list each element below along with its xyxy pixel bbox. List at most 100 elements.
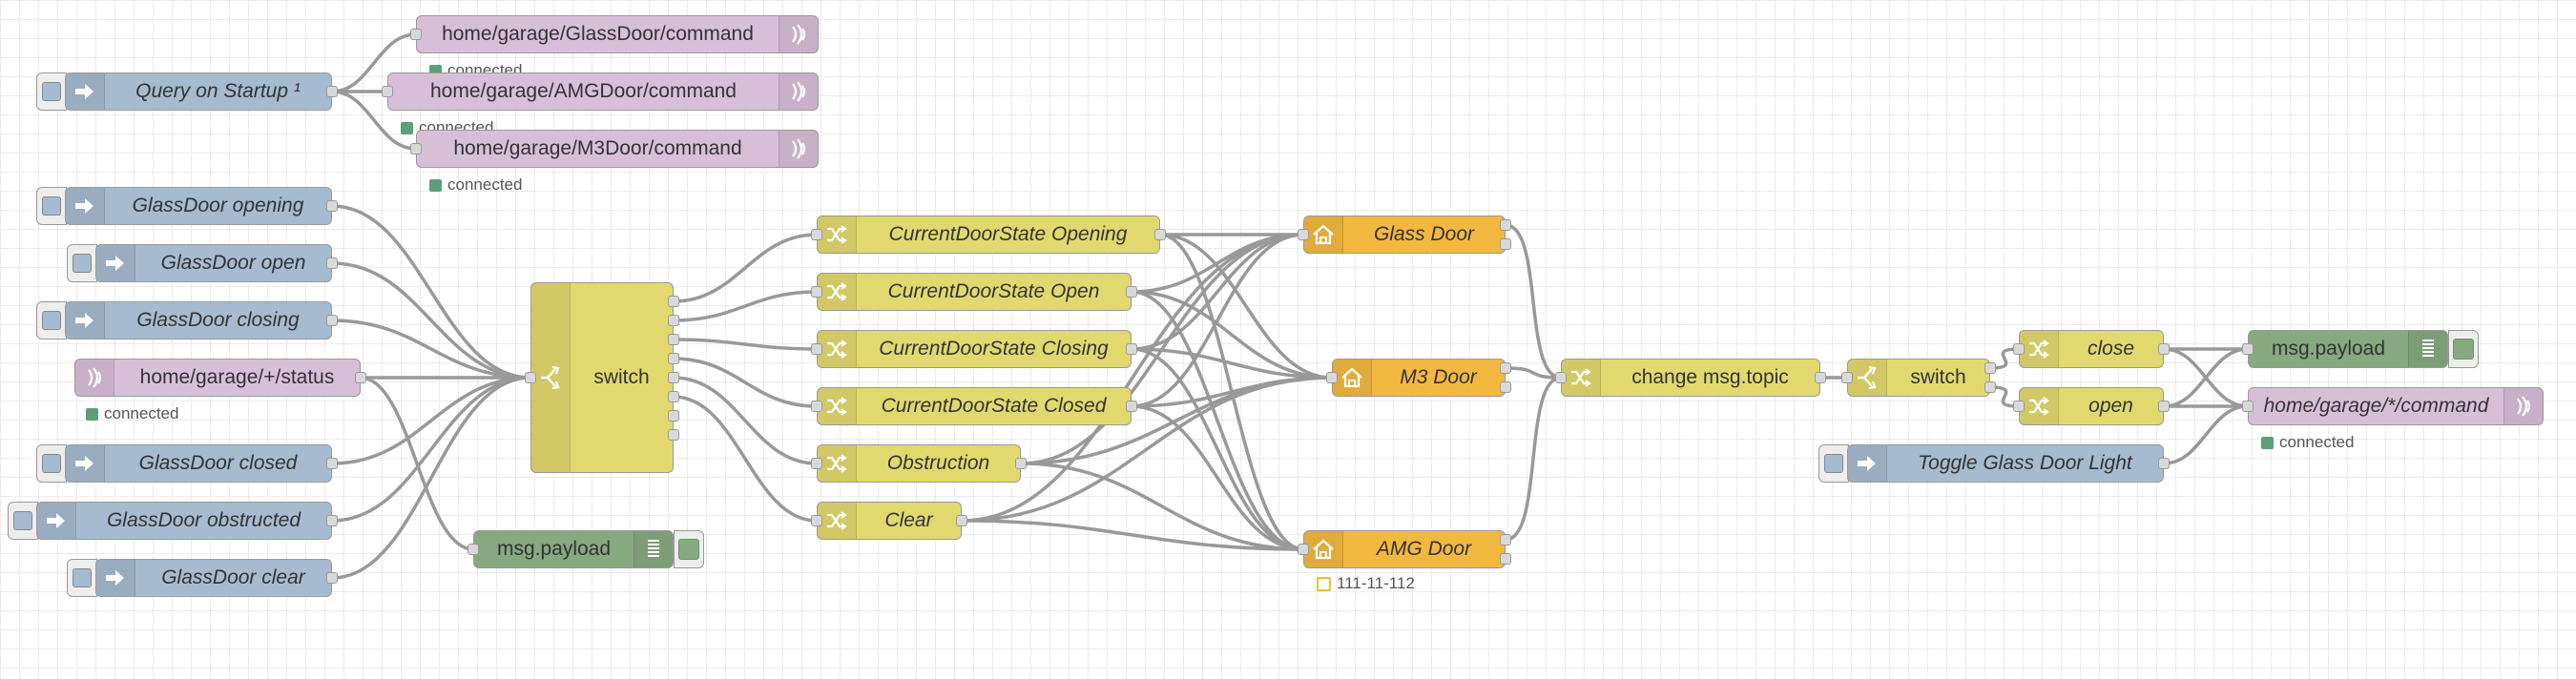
change-currentdoorstate-open[interactable]: CurrentDoorState Open bbox=[811, 273, 1137, 311]
output-port[interactable] bbox=[326, 257, 338, 269]
output-port[interactable] bbox=[668, 391, 679, 402]
arrow-in-icon bbox=[37, 503, 76, 539]
output-port[interactable] bbox=[1126, 401, 1137, 412]
output-port[interactable] bbox=[326, 458, 338, 469]
input-port[interactable] bbox=[1298, 229, 1309, 240]
inject-query-on-startup[interactable]: Query on Startup ¹ bbox=[65, 72, 338, 111]
switch-main[interactable]: switch bbox=[525, 282, 679, 473]
output-port[interactable] bbox=[2158, 401, 2170, 412]
output-port[interactable] bbox=[326, 515, 338, 526]
input-port[interactable] bbox=[410, 143, 422, 154]
inject-glassdoor-obstructed[interactable]: GlassDoor obstructed bbox=[36, 502, 338, 540]
output-port[interactable] bbox=[1126, 286, 1137, 298]
output-port[interactable] bbox=[1126, 343, 1137, 355]
inject-glassdoor-closed[interactable]: GlassDoor closed bbox=[65, 444, 338, 483]
inject-trigger-button[interactable] bbox=[1818, 444, 1849, 483]
output-port[interactable] bbox=[326, 315, 338, 326]
output-port[interactable] bbox=[2158, 458, 2170, 469]
output-port[interactable] bbox=[1500, 238, 1511, 250]
input-port[interactable] bbox=[2013, 343, 2025, 355]
debug-toggle-button[interactable] bbox=[674, 530, 704, 568]
inject-toggle-glass-door-light[interactable]: Toggle Glass Door Light bbox=[1847, 444, 2170, 483]
homekit-m3-door[interactable]: M3 Door bbox=[1326, 359, 1511, 397]
change-open[interactable]: open bbox=[2013, 387, 2170, 425]
output-port[interactable] bbox=[1154, 229, 1166, 240]
inject-glassdoor-opening[interactable]: GlassDoor opening bbox=[65, 187, 338, 225]
input-port[interactable] bbox=[811, 229, 822, 240]
wire bbox=[961, 519, 1304, 551]
output-port[interactable] bbox=[355, 372, 366, 383]
node-label: CurrentDoorState Opening bbox=[888, 223, 1128, 245]
output-port[interactable] bbox=[1015, 458, 1027, 469]
output-port[interactable] bbox=[1500, 534, 1511, 545]
debug-msg-payload[interactable]: msg.payload bbox=[2242, 330, 2448, 368]
input-port[interactable] bbox=[2242, 401, 2254, 412]
homekit-glass-door[interactable]: Glass Door bbox=[1298, 216, 1511, 254]
inject-trigger-button[interactable] bbox=[36, 444, 67, 483]
change-close[interactable]: close bbox=[2013, 330, 2170, 368]
change-currentdoorstate-opening[interactable]: CurrentDoorState Opening bbox=[811, 216, 1166, 254]
input-port[interactable] bbox=[1841, 372, 1853, 383]
mqtt-out-garage-command[interactable]: home/garage/*/command bbox=[2242, 387, 2544, 425]
output-port[interactable] bbox=[326, 200, 338, 212]
output-port[interactable] bbox=[326, 572, 338, 584]
output-port[interactable] bbox=[2158, 343, 2170, 355]
output-port[interactable] bbox=[1984, 362, 1996, 374]
output-port[interactable] bbox=[668, 353, 679, 364]
change-msg-topic[interactable]: change msg.topic bbox=[1555, 359, 1826, 397]
output-port[interactable] bbox=[1984, 381, 1996, 393]
output-port[interactable] bbox=[668, 372, 679, 383]
inject-trigger-button[interactable] bbox=[36, 187, 67, 225]
output-port[interactable] bbox=[956, 515, 967, 526]
inject-trigger-button[interactable] bbox=[67, 244, 97, 282]
change-currentdoorstate-closing[interactable]: CurrentDoorState Closing bbox=[811, 330, 1137, 368]
output-port[interactable] bbox=[1500, 219, 1511, 231]
inject-glassdoor-clear[interactable]: GlassDoor clear bbox=[95, 559, 338, 597]
status-connected: connected bbox=[2261, 433, 2354, 452]
inject-trigger-button[interactable] bbox=[36, 301, 67, 340]
output-port[interactable] bbox=[668, 334, 679, 345]
input-port[interactable] bbox=[1298, 544, 1309, 555]
output-port[interactable] bbox=[668, 410, 679, 422]
inject-trigger-button[interactable] bbox=[36, 72, 67, 111]
mqtt-out-amgdoor-command[interactable]: home/garage/AMGDoor/command bbox=[382, 72, 819, 111]
node-label: GlassDoor opening bbox=[132, 195, 304, 216]
change-clear[interactable]: Clear bbox=[811, 502, 967, 540]
input-port[interactable] bbox=[2013, 401, 2025, 412]
mqtt-out-glassdoor-command[interactable]: home/garage/GlassDoor/command bbox=[410, 15, 819, 53]
input-port[interactable] bbox=[525, 372, 536, 383]
wire bbox=[331, 261, 531, 380]
inject-trigger-button[interactable] bbox=[8, 502, 38, 540]
input-port[interactable] bbox=[811, 458, 822, 469]
mqtt-in-garage-status[interactable]: home/garage/+/status bbox=[74, 359, 366, 397]
input-port[interactable] bbox=[410, 29, 422, 40]
homekit-amg-door[interactable]: AMG Door bbox=[1298, 530, 1511, 568]
output-port[interactable] bbox=[668, 315, 679, 326]
inject-glassdoor-open[interactable]: GlassDoor open bbox=[95, 244, 338, 282]
status-connected: connected bbox=[86, 404, 178, 423]
debug-msg-payload[interactable]: msg.payload bbox=[467, 530, 674, 568]
change-obstruction[interactable]: Obstruction bbox=[811, 444, 1027, 483]
input-port[interactable] bbox=[2242, 343, 2254, 355]
input-port[interactable] bbox=[811, 286, 822, 298]
output-port[interactable] bbox=[668, 429, 679, 441]
output-port[interactable] bbox=[1500, 381, 1511, 393]
output-port[interactable] bbox=[1500, 553, 1511, 565]
input-port[interactable] bbox=[811, 343, 822, 355]
debug-toggle-button[interactable] bbox=[2448, 330, 2479, 368]
input-port[interactable] bbox=[467, 544, 479, 555]
switch-secondary[interactable]: switch bbox=[1841, 359, 1996, 397]
inject-trigger-button[interactable] bbox=[67, 559, 97, 597]
inject-glassdoor-closing[interactable]: GlassDoor closing bbox=[65, 301, 338, 340]
input-port[interactable] bbox=[1326, 372, 1338, 383]
input-port[interactable] bbox=[811, 401, 822, 412]
output-port[interactable] bbox=[668, 296, 679, 307]
mqtt-out-m3door-command[interactable]: home/garage/M3Door/command bbox=[410, 130, 819, 168]
input-port[interactable] bbox=[811, 515, 822, 526]
input-port[interactable] bbox=[1555, 372, 1567, 383]
input-port[interactable] bbox=[382, 86, 393, 97]
output-port[interactable] bbox=[1815, 372, 1826, 383]
change-currentdoorstate-closed[interactable]: CurrentDoorState Closed bbox=[811, 387, 1137, 425]
output-port[interactable] bbox=[1500, 362, 1511, 374]
output-port[interactable] bbox=[326, 86, 338, 97]
